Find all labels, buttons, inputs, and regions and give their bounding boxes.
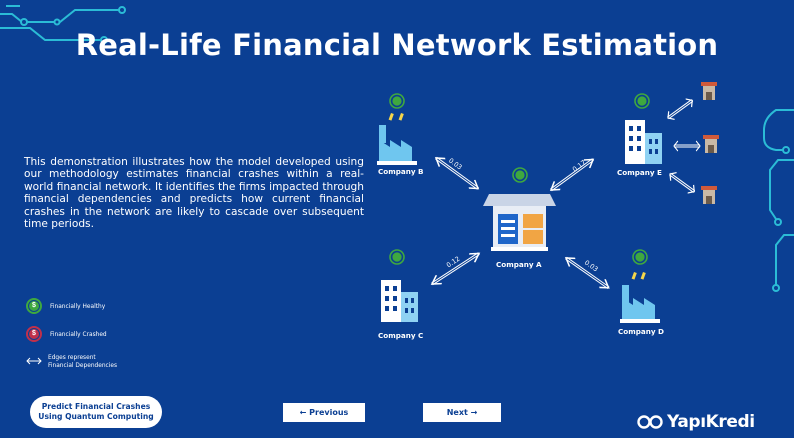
- previous-button[interactable]: ← Previous: [283, 403, 365, 422]
- legend-edges: Edges represent Financial Dependencies: [26, 353, 117, 369]
- company-b-label: Company B: [378, 167, 424, 176]
- legend-crashed-label: Financially Crashed: [50, 330, 107, 338]
- crashed-coin-icon: $: [26, 326, 42, 342]
- factory-d-icon: [620, 272, 660, 323]
- small-building-3-icon: [701, 186, 717, 204]
- yapikredi-logo-icon: [637, 415, 663, 429]
- legend-healthy: $ Financially Healthy: [26, 298, 105, 314]
- company-e-label: Company E: [617, 168, 662, 177]
- company-d-label: Company D: [618, 327, 664, 336]
- predict-button-line1: Predict Financial Crashes: [41, 402, 151, 411]
- coin-e-icon: [634, 93, 650, 109]
- predict-button-line2: Using Quantum Computing: [38, 412, 154, 421]
- next-button[interactable]: Next →: [423, 403, 501, 422]
- legend-crashed: $ Financially Crashed: [26, 326, 107, 342]
- small-building-2-icon: [703, 135, 719, 153]
- edge-e-sub1: [663, 94, 697, 124]
- description-text: This demonstration illustrates how the m…: [24, 156, 364, 231]
- double-arrow-icon: [26, 357, 42, 365]
- legend-edges-line1: Edges represent: [48, 353, 96, 361]
- company-a-label: Company A: [496, 260, 542, 269]
- office-e-icon: [625, 120, 662, 164]
- factory-b-icon: [377, 112, 417, 165]
- coin-a-icon: [512, 167, 528, 183]
- store-a-icon: [483, 194, 556, 251]
- coin-c-icon: [389, 249, 405, 265]
- company-c-label: Company C: [378, 331, 424, 340]
- coin-b-icon: [389, 93, 405, 109]
- edge-e-sub3: [665, 168, 699, 198]
- edge-e-sub2: [672, 139, 702, 153]
- right-edge-strip: [794, 0, 798, 438]
- small-building-1-icon: [701, 82, 717, 100]
- office-c-icon: [381, 280, 418, 322]
- brand-name: YapıKredi: [667, 412, 755, 432]
- predict-button[interactable]: Predict Financial Crashes Using Quantum …: [30, 396, 162, 428]
- healthy-coins: [389, 93, 650, 265]
- legend-healthy-label: Financially Healthy: [50, 302, 106, 310]
- edge-e-a: [546, 153, 598, 196]
- healthy-coin-icon: $: [26, 298, 42, 314]
- page-title: Real-Life Financial Network Estimation: [75, 28, 719, 62]
- coin-d-icon: [632, 249, 648, 265]
- brand-logo: YapıKredi: [636, 412, 755, 432]
- legend-edges-line2: Financial Dependencies: [48, 361, 118, 369]
